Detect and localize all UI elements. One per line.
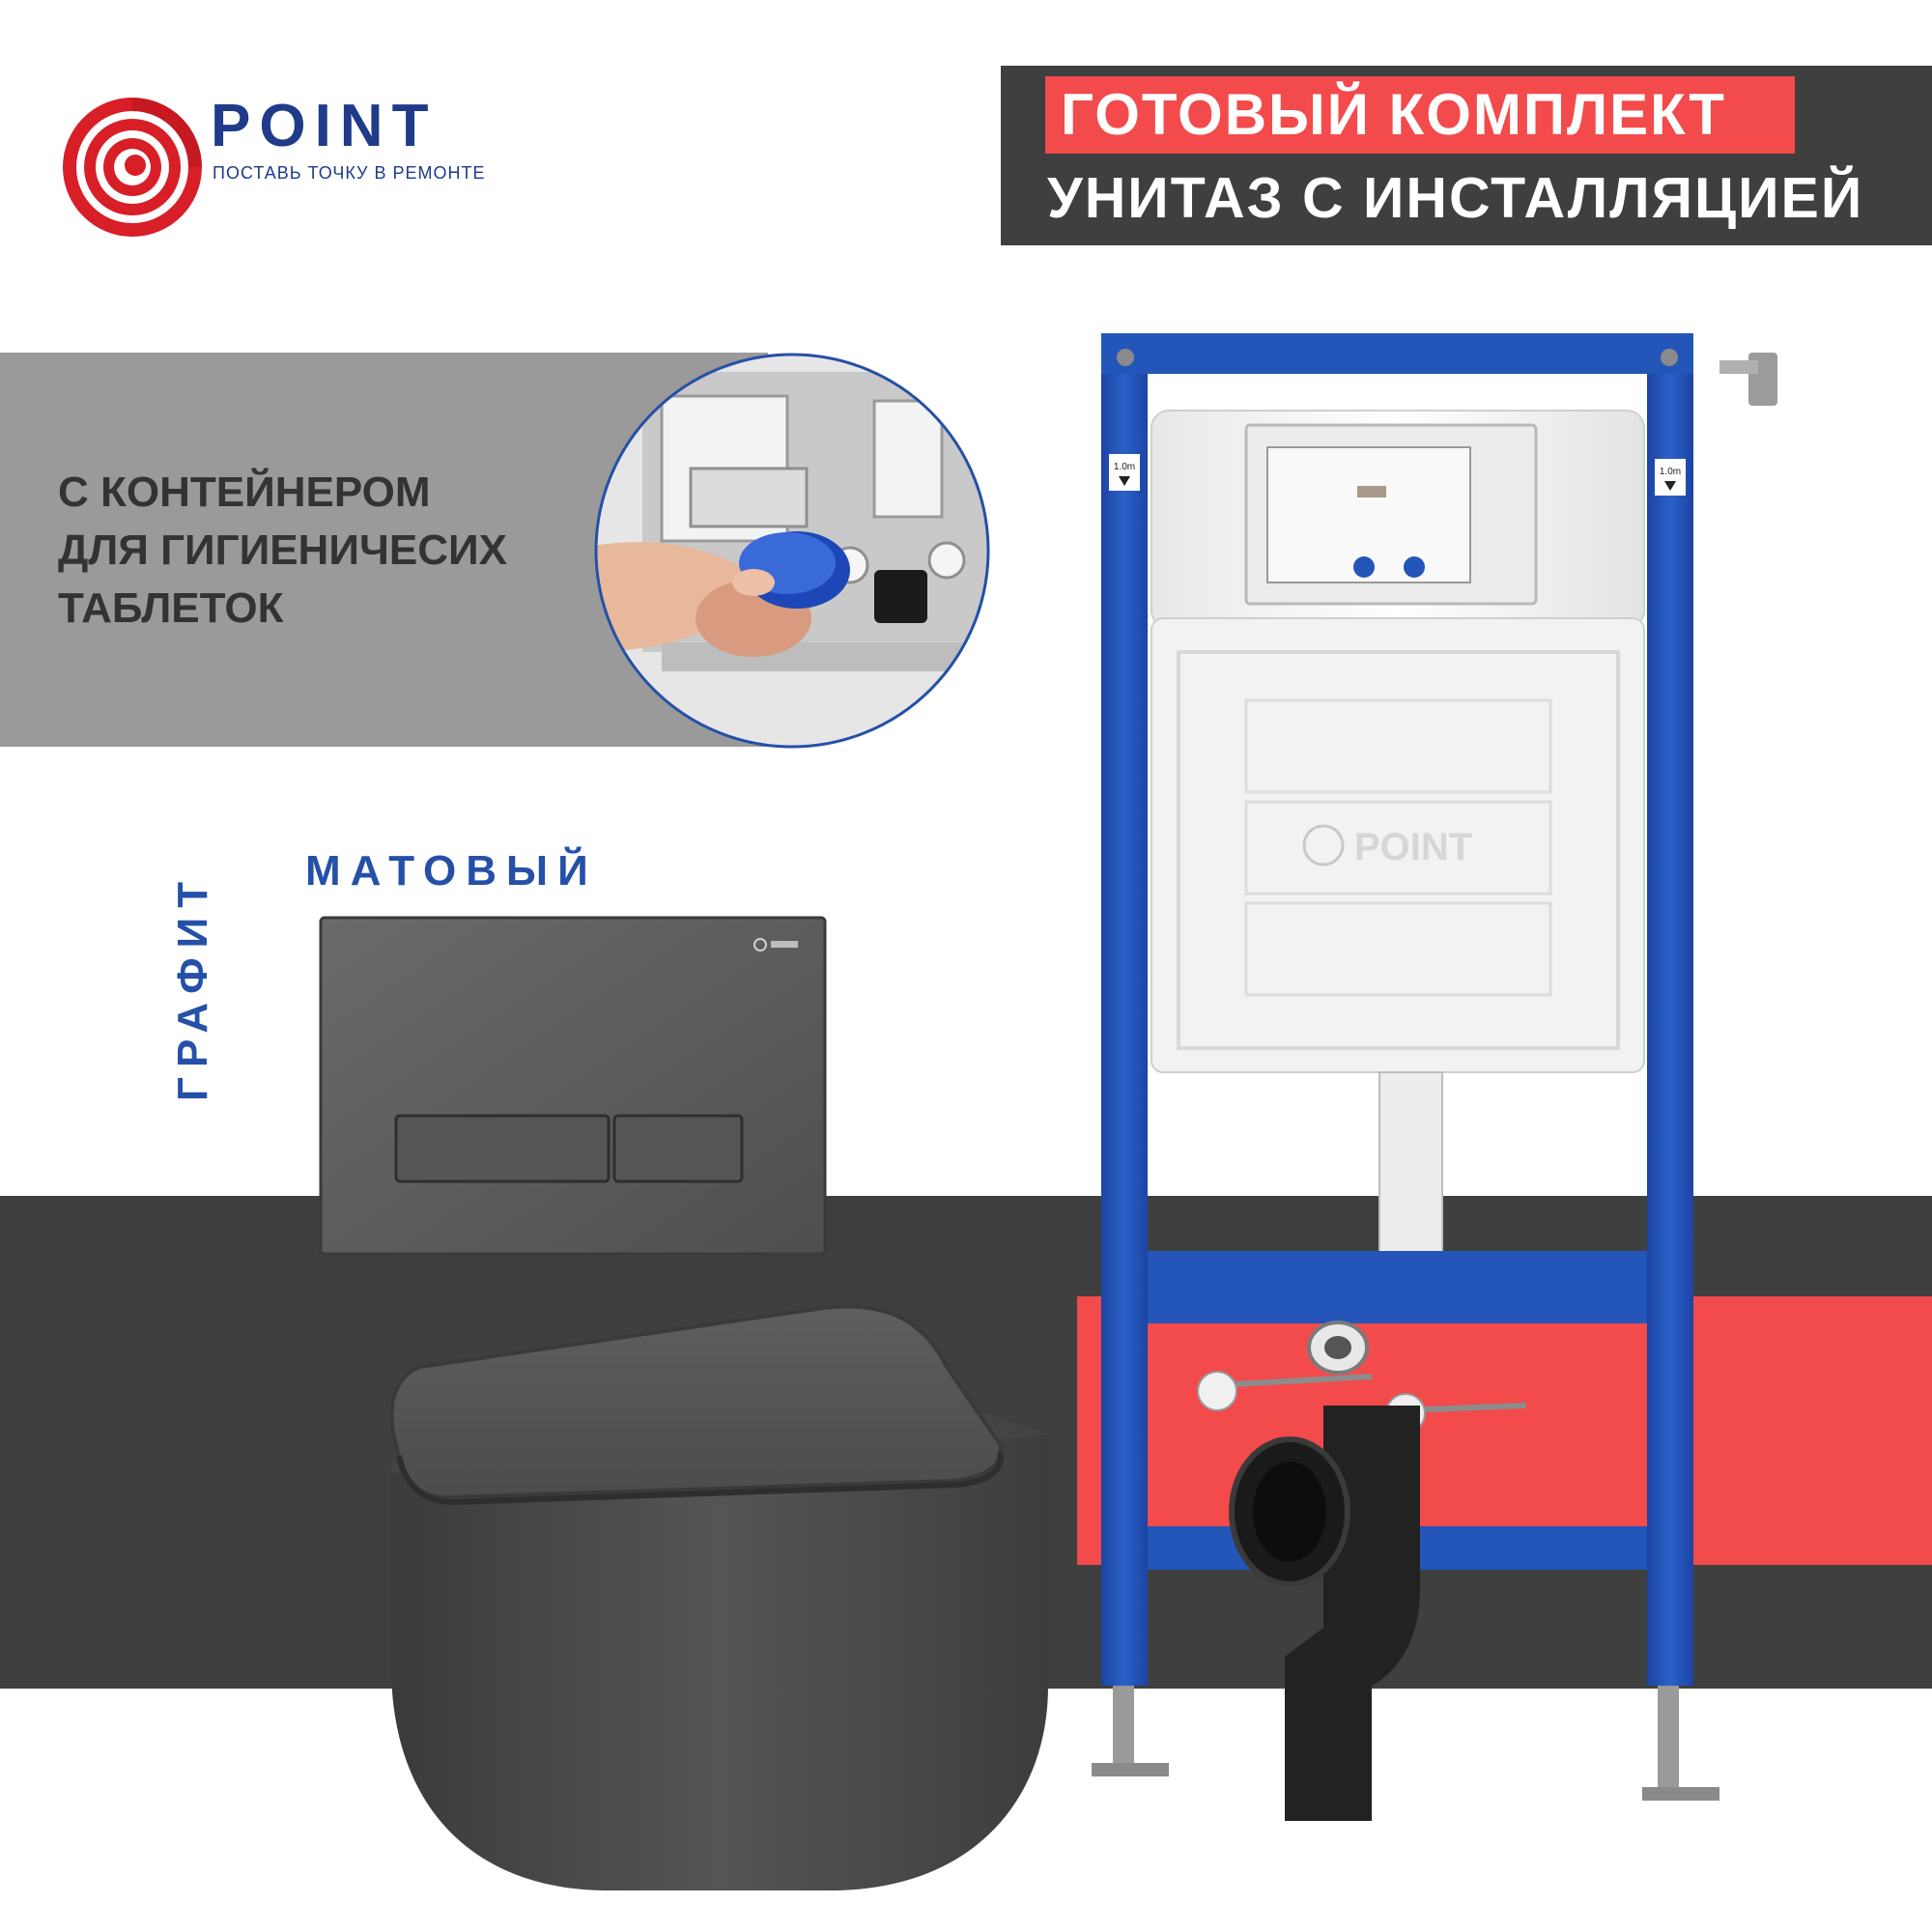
- header-subtitle: УНИТАЗ С ИНСТАЛЛЯЦИЕЙ: [1047, 166, 1864, 230]
- installation-frame-image: 1.0m 1.0m POINT: [1092, 333, 1777, 1821]
- color-label: ГРАФИТ: [169, 871, 216, 1101]
- feature-line: С КОНТЕЙНЕРОМ: [58, 469, 431, 516]
- height-marker-left: 1.0m: [1114, 462, 1135, 472]
- height-marker-right: 1.0m: [1660, 467, 1681, 477]
- feature-line: ТАБЛЕТОК: [58, 584, 284, 632]
- spiral-logo-icon: [63, 98, 202, 237]
- cistern-logo: POINT: [1354, 826, 1472, 868]
- red-accent-rectangle: [1077, 1296, 1932, 1565]
- finish-label: МАТОВЫЙ: [305, 847, 598, 895]
- brand-tagline: ПОСТАВЬ ТОЧКУ В РЕМОНТЕ: [213, 163, 486, 183]
- flush-plate-image: [319, 916, 827, 1256]
- wall-hung-toilet-image: [389, 1304, 1048, 1890]
- tablet-container-illustration: [594, 353, 990, 749]
- feature-text: С КОНТЕЙНЕРОМ ДЛЯ ГИГИЕНИЧЕСИХ ТАБЛЕТОК: [58, 464, 507, 638]
- header-title: ГОТОВЫЙ КОМПЛЕКТ: [1045, 76, 1795, 154]
- brand-name: POINT: [211, 93, 438, 159]
- feature-line: ДЛЯ ГИГИЕНИЧЕСИХ: [58, 526, 507, 574]
